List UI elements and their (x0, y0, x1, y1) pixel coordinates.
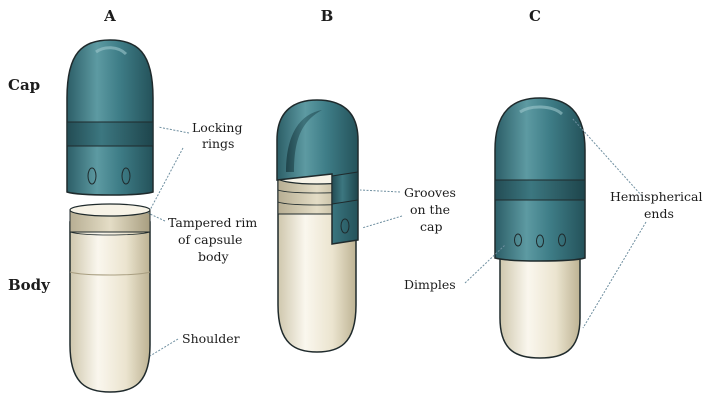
grooves-label-line1: Grooves (404, 185, 456, 200)
locking-rings-label-line2: rings (202, 136, 234, 151)
dimple-icon (558, 233, 566, 247)
tampered-rim-label-line1: Tampered rim (168, 215, 257, 230)
capsule-a-body (69, 203, 151, 393)
locking-rings-label-line1: Locking (192, 120, 242, 135)
grooves-label-line3: cap (420, 219, 442, 234)
capsule-c (494, 97, 586, 359)
panel-label-a: A (103, 7, 116, 25)
dimple-icon (340, 218, 350, 234)
leader-lines (147, 117, 647, 357)
hemispherical-label-line1: Hemispherical (610, 189, 702, 204)
hemispherical-label-line2: ends (644, 206, 674, 221)
cap-label: Cap (8, 76, 40, 94)
tampered-rim-label-line3: body (198, 249, 230, 264)
dimple-icon (536, 234, 544, 248)
shoulder-label: Shoulder (182, 331, 240, 346)
capsule-c-cap (494, 97, 586, 262)
dimple-icon (121, 167, 131, 185)
grooves-label-line2: on the (410, 202, 450, 217)
dimple-icon (87, 167, 97, 185)
body-label: Body (8, 276, 51, 294)
panel-label-b: B (321, 7, 334, 25)
capsule-b-cap (276, 99, 359, 245)
dimples-label: Dimples (404, 277, 456, 292)
capsule-a (66, 39, 154, 393)
dimple-icon (514, 233, 522, 247)
capsule-b (276, 99, 359, 353)
capsule-c-body (499, 249, 581, 359)
capsule-a-cap (66, 39, 154, 196)
panel-label-c: C (529, 7, 541, 25)
tampered-rim-label-line2: of capsule (178, 232, 242, 247)
